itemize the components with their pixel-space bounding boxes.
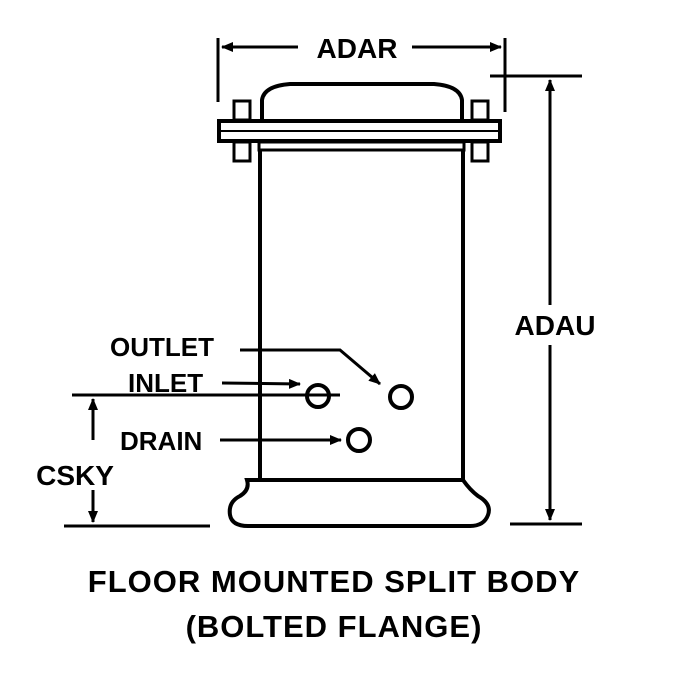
drain-label: DRAIN (120, 426, 202, 456)
vessel-body (217, 82, 502, 528)
inlet-leader (221, 378, 301, 389)
outlet-port (388, 384, 414, 410)
caption-line1: FLOOR MOUNTED SPLIT BODY (88, 564, 580, 599)
inlet-label: INLET (128, 368, 203, 398)
adau-label: ADAU (515, 310, 596, 341)
adar-label: ADAR (317, 33, 398, 64)
outlet-leader (240, 348, 381, 386)
csky-dimension (64, 393, 340, 528)
caption-line2: (BOLTED FLANGE) (186, 609, 483, 644)
csky-label: CSKY (36, 460, 114, 491)
adar-dimension (216, 38, 507, 112)
outlet-label: OUTLET (110, 332, 214, 362)
adau-dimension (490, 74, 582, 526)
drain-port (346, 427, 372, 453)
